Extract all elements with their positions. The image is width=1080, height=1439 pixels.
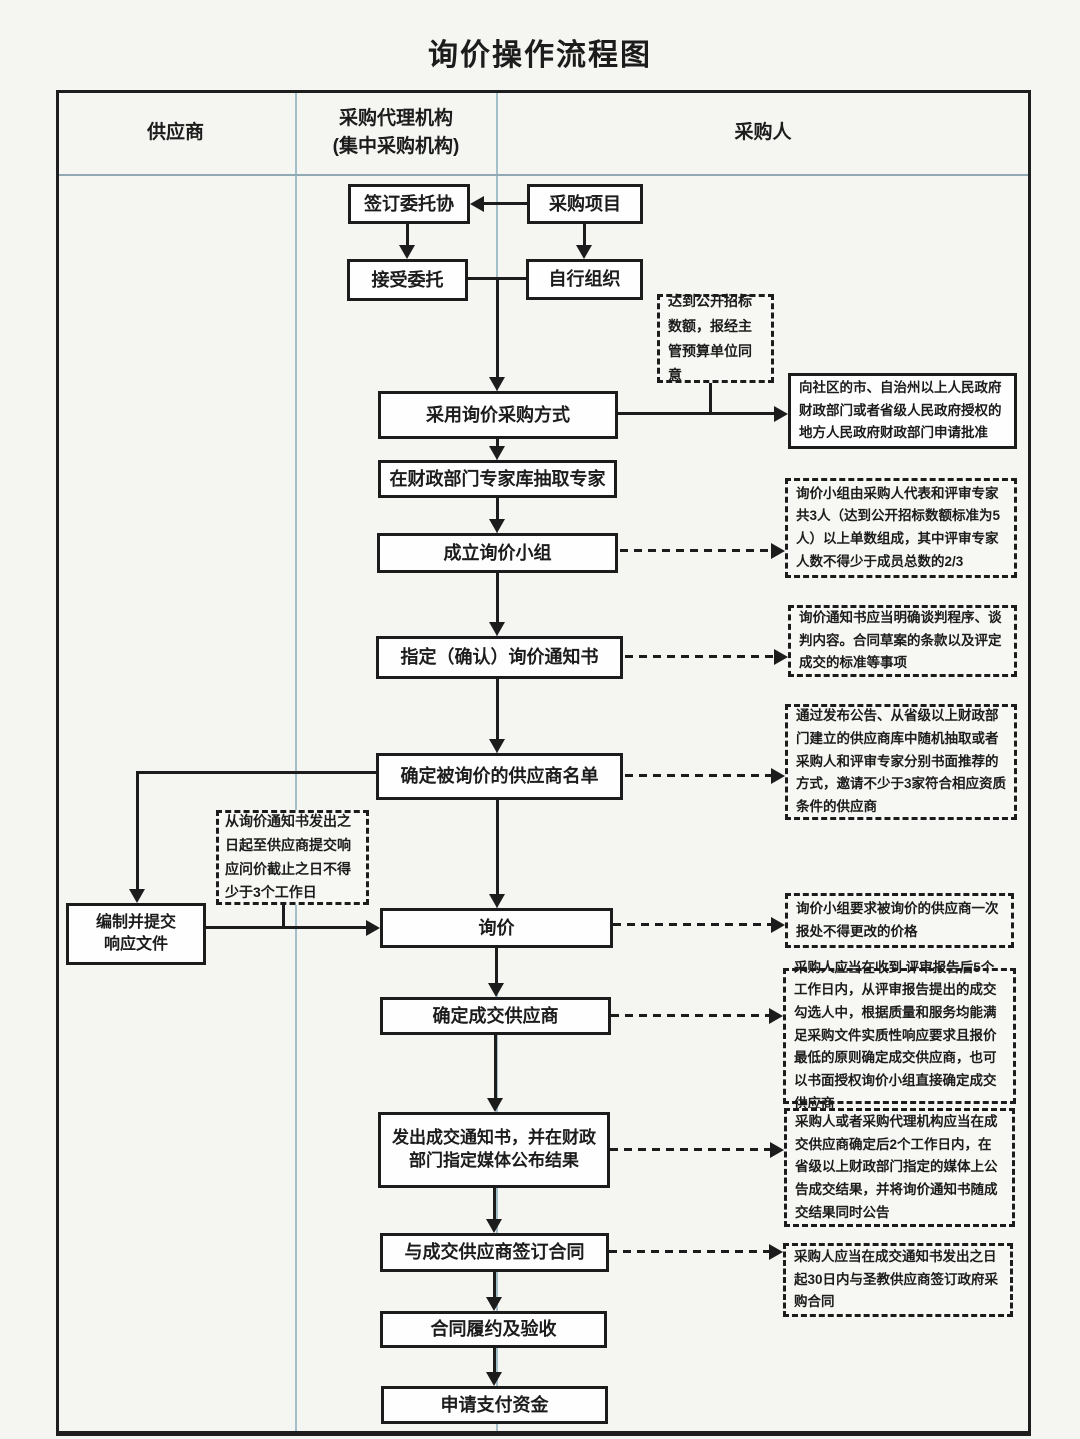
node-inquiry: 询价	[380, 908, 613, 948]
column-header-supplier: 供应商	[146, 122, 204, 143]
node-accept-entrustment: 接受委托	[347, 259, 468, 301]
dashed-connector-notice-content	[625, 655, 774, 658]
column-header-agency: 采购代理机构 (集中采购机构)	[332, 108, 460, 157]
arrow-down-icon	[488, 983, 504, 997]
connector-list-to-left	[137, 771, 376, 774]
arrow-right-icon	[774, 406, 788, 422]
annotation-apply-approval: 向社区的市、自治州以上人民政府财政部门或者省级人民政府授权的地方人民政府财政部门…	[788, 373, 1017, 449]
annotation-winner-determination: 采购人应当在收到 评审报告后5个工作日内，从评审报告提出的成交勾选人中，根据质量…	[783, 960, 1016, 1111]
arrow-down-icon	[489, 519, 505, 533]
arrow-right-icon	[366, 920, 380, 936]
dashed-connector-result-announcement	[610, 1148, 770, 1151]
connector-threshold-drop	[709, 383, 712, 415]
arrow-right-icon	[769, 1008, 783, 1024]
arrow-down-icon	[489, 377, 505, 391]
annotation-response-deadline: 从询价通知书发出之日起至供应商提交响应问价截止之日不得少于3个工作日	[216, 810, 369, 905]
connector-adopt-to-experts	[496, 439, 499, 447]
arrow-right-icon	[771, 543, 785, 559]
node-designate-notice: 指定（确认）询价通知书	[376, 636, 623, 679]
connector-deadline-tick	[282, 905, 285, 928]
connector-winner-to-issue	[494, 1035, 497, 1099]
node-extract-experts: 在财政部门专家库抽取专家	[378, 460, 617, 498]
node-form-inquiry-group: 成立询价小组	[377, 533, 618, 573]
node-contract-performance: 合同履约及验收	[380, 1311, 607, 1348]
connector-bridge-to-adopt	[496, 279, 499, 377]
arrow-right-icon	[770, 1142, 784, 1158]
node-self-organize: 自行组织	[526, 259, 643, 300]
connector-contract-to-performance	[493, 1272, 496, 1298]
connector-experts-to-group	[496, 498, 499, 520]
dashed-connector-one-time-quote	[613, 923, 771, 926]
connector-accept-self-bridge	[468, 277, 527, 280]
node-procurement-project: 采购项目	[527, 184, 643, 224]
arrow-left-icon	[470, 196, 484, 212]
arrow-right-icon	[771, 917, 785, 933]
arrow-down-icon	[489, 446, 505, 460]
connector-left-down	[136, 771, 139, 889]
arrow-down-icon	[489, 622, 505, 636]
arrow-down-icon	[486, 1297, 502, 1311]
connector-group-to-notice	[496, 573, 499, 623]
node-sign-agreement: 签订委托协	[348, 184, 470, 224]
connector-performance-to-payment	[493, 1348, 496, 1373]
node-adopt-inquiry-method: 采用询价采购方式	[378, 391, 618, 439]
node-sign-contract: 与成交供应商签订合同	[380, 1233, 609, 1272]
arrow-down-icon	[129, 889, 145, 903]
connector-sign-to-accept	[406, 224, 409, 246]
column-separator-supplier-agency	[295, 91, 297, 1432]
arrow-right-icon	[769, 1244, 783, 1260]
node-determine-winner: 确定成交供应商	[380, 997, 611, 1035]
connector-notice-to-list	[496, 679, 499, 740]
arrow-down-icon	[489, 894, 505, 908]
connector-adopt-to-approval	[618, 412, 774, 415]
arrow-down-icon	[399, 245, 415, 259]
arrow-down-icon	[489, 739, 505, 753]
arrow-down-icon	[576, 245, 592, 259]
arrow-right-icon	[771, 768, 785, 784]
connector-list-to-inquiry	[496, 800, 499, 895]
annotation-one-time-quote: 询价小组要求被询价的供应商一次报处不得更改的价格	[785, 893, 1014, 948]
connector-project-to-sign	[484, 202, 527, 205]
connector-issue-to-contract	[493, 1188, 496, 1220]
arrow-right-icon	[774, 649, 788, 665]
annotation-supplier-selection: 通过发布公告、从省级以上财政部门建立的供应商库中随机抽取或者采购人和评审专家分别…	[785, 704, 1017, 820]
column-header-purchaser: 采购人	[734, 122, 792, 143]
dashed-connector-contract-deadline	[609, 1250, 769, 1253]
arrow-down-icon	[487, 1098, 503, 1112]
page-title: 询价操作流程图	[428, 39, 652, 72]
dashed-connector-winner-determination	[611, 1014, 769, 1017]
annotation-contract-deadline: 采购人应当在成交通知书发出之日起30日内与圣教供应商签订政府采购合同	[783, 1243, 1013, 1317]
annotation-notice-content: 询价通知书应当明确谈判程序、谈判内容。合同草案的条款以及评定成交的标准等事项	[788, 605, 1017, 677]
node-determine-supplier-list: 确定被询价的供应商名单	[376, 753, 623, 800]
annotation-group-composition: 询价小组由采购人代表和评审专家共3人（达到公开招标数额标准为5人）以上单数组成，…	[785, 478, 1017, 578]
arrow-down-icon	[486, 1372, 502, 1386]
table-frame	[56, 90, 1031, 1436]
connector-project-to-self	[583, 224, 586, 246]
dashed-connector-group-composition	[620, 549, 771, 552]
connector-response-to-inquiry	[206, 926, 366, 929]
connector-inquiry-to-winner	[495, 948, 498, 984]
annotation-public-bidding-threshold: 达到公开招标数额，报经主管预算单位同意	[657, 293, 774, 383]
node-prepare-response: 编制并提交 响应文件	[66, 903, 206, 965]
dashed-connector-supplier-selection	[625, 774, 771, 777]
node-apply-payment: 申请支付资金	[381, 1386, 608, 1424]
arrow-down-icon	[486, 1219, 502, 1233]
annotation-result-announcement: 采购人或者采购代理机构应当在成交供应商确定后2个工作日内，在省级以上财政部门指定…	[784, 1108, 1015, 1227]
node-issue-award-notice: 发出成交通知书，并在财政部门指定媒体公布结果	[378, 1112, 610, 1188]
header-separator-line	[58, 174, 1029, 176]
